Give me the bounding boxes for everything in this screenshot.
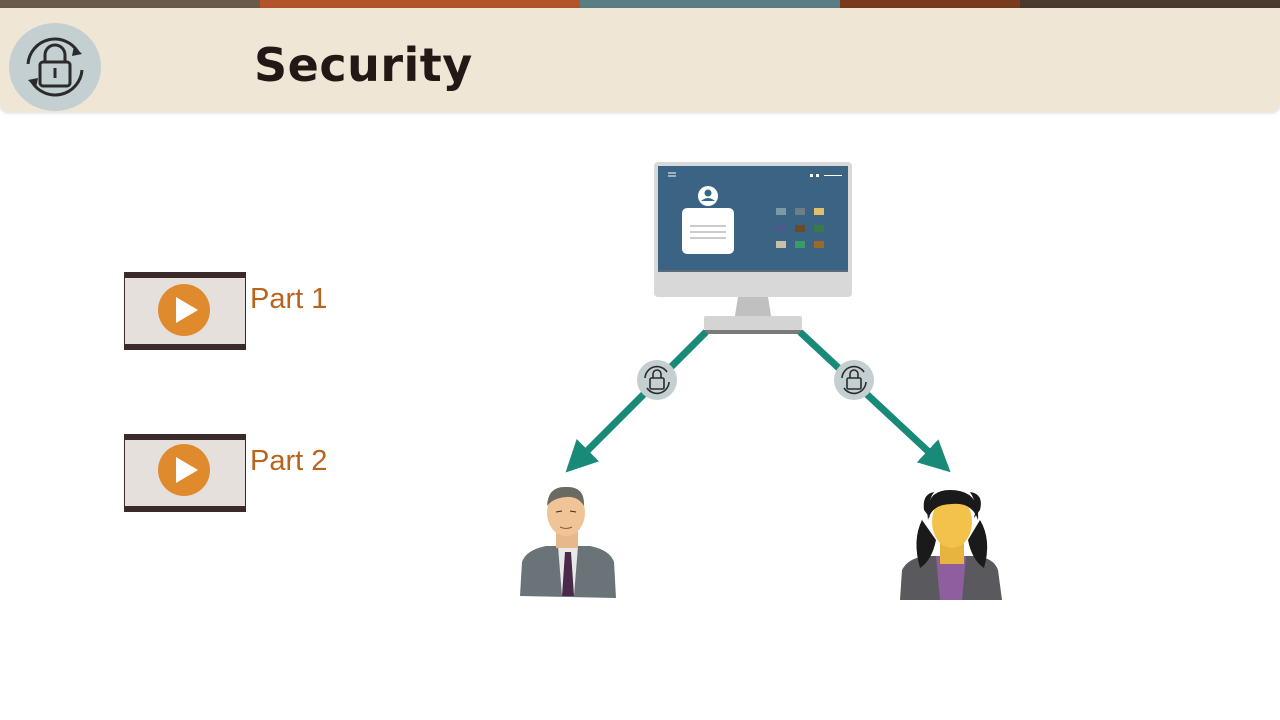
lock-cycle-icon (9, 23, 101, 111)
video-part-2-label[interactable]: Part 2 (250, 445, 328, 477)
arrow-to-user-left (565, 329, 709, 473)
page-title: Security (254, 38, 473, 92)
computer-monitor-icon (654, 162, 852, 334)
video-thumbnail (124, 272, 246, 350)
arrow-to-user-right (797, 329, 951, 473)
lock-cycle-icon (834, 360, 874, 400)
video-part-1-label[interactable]: Part 1 (250, 283, 328, 315)
header-bar: Security (0, 8, 1280, 112)
video-part-2-button[interactable] (124, 434, 246, 512)
play-icon (158, 284, 210, 336)
play-icon (158, 444, 210, 496)
video-thumbnail (124, 434, 246, 512)
video-part-1-button[interactable] (124, 272, 246, 350)
lock-cycle-icon (637, 360, 677, 400)
female-user-avatar (900, 490, 1002, 600)
male-user-avatar (520, 486, 616, 598)
